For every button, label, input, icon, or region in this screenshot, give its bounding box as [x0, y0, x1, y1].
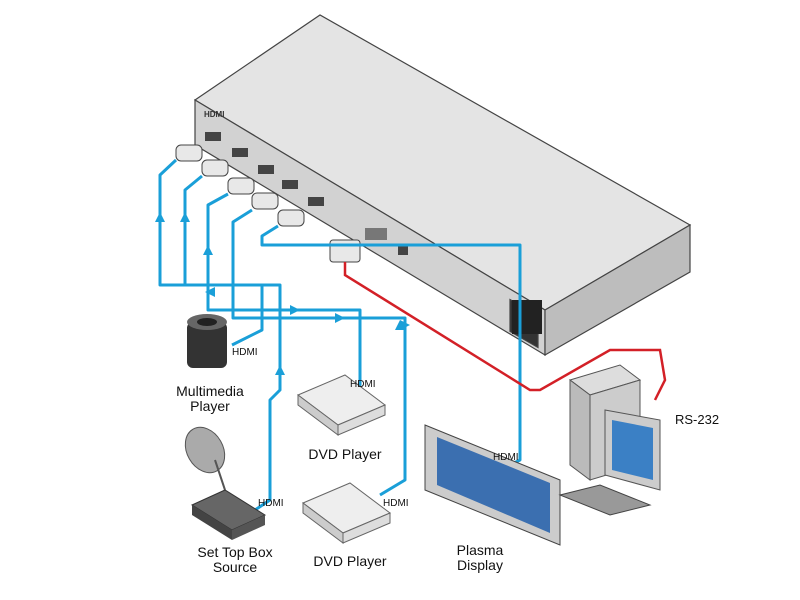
computer-icon [558, 364, 661, 516]
dvd-player-2-icon [302, 482, 391, 544]
label-rs232: RS-232 [675, 412, 720, 427]
set-top-box-icon [184, 426, 267, 540]
hdmi-port-3 [258, 165, 274, 174]
label-line: Player [190, 398, 230, 414]
label-line: Display [457, 557, 503, 573]
rs232-port [365, 228, 387, 240]
label-plasma-display: Plasma Display [430, 543, 530, 573]
ethernet-port [398, 245, 408, 255]
hdmi-logo: HDMI [204, 110, 224, 119]
multimedia-player-icon [187, 314, 227, 368]
hdmi-label-dvd2: HDMI [383, 498, 409, 509]
hdmi-label-multimedia: HDMI [232, 347, 258, 358]
cable-settopbox [183, 174, 282, 512]
hdmi-label-plasma: HDMI [493, 452, 519, 463]
hdmi-port-1 [205, 132, 221, 141]
label-dvd-player-2: DVD Player [313, 553, 387, 569]
label-line: Set Top Box [197, 544, 273, 560]
dvd-player-1-icon [297, 374, 386, 436]
label-set-top-box: Set Top Box Source [185, 545, 285, 575]
hdmi-port-5 [308, 197, 324, 206]
hdmi-cables [158, 158, 522, 512]
label-line: Source [212, 559, 258, 575]
cable-plasma [260, 224, 522, 467]
label-dvd-player-1: DVD Player [308, 446, 382, 462]
hdmi-port-4 [282, 180, 298, 189]
label-line: Plasma [456, 542, 504, 558]
direction-arrows [155, 212, 410, 375]
plasma-display-icon [424, 424, 561, 546]
hdmi-plugs [175, 144, 361, 263]
label-multimedia-player: Multimedia Player [160, 384, 260, 414]
rs232-cable [343, 262, 667, 401]
hdmi-label-dvd1: HDMI [350, 379, 376, 390]
power-socket [512, 300, 542, 334]
hdmi-label-settopbox: HDMI [258, 498, 284, 509]
hdmi-port-2 [232, 148, 248, 157]
label-line: Multimedia [176, 383, 244, 399]
switcher-device [193, 14, 692, 357]
hdmi-ports [205, 132, 408, 255]
cable-dvd2 [231, 208, 407, 497]
